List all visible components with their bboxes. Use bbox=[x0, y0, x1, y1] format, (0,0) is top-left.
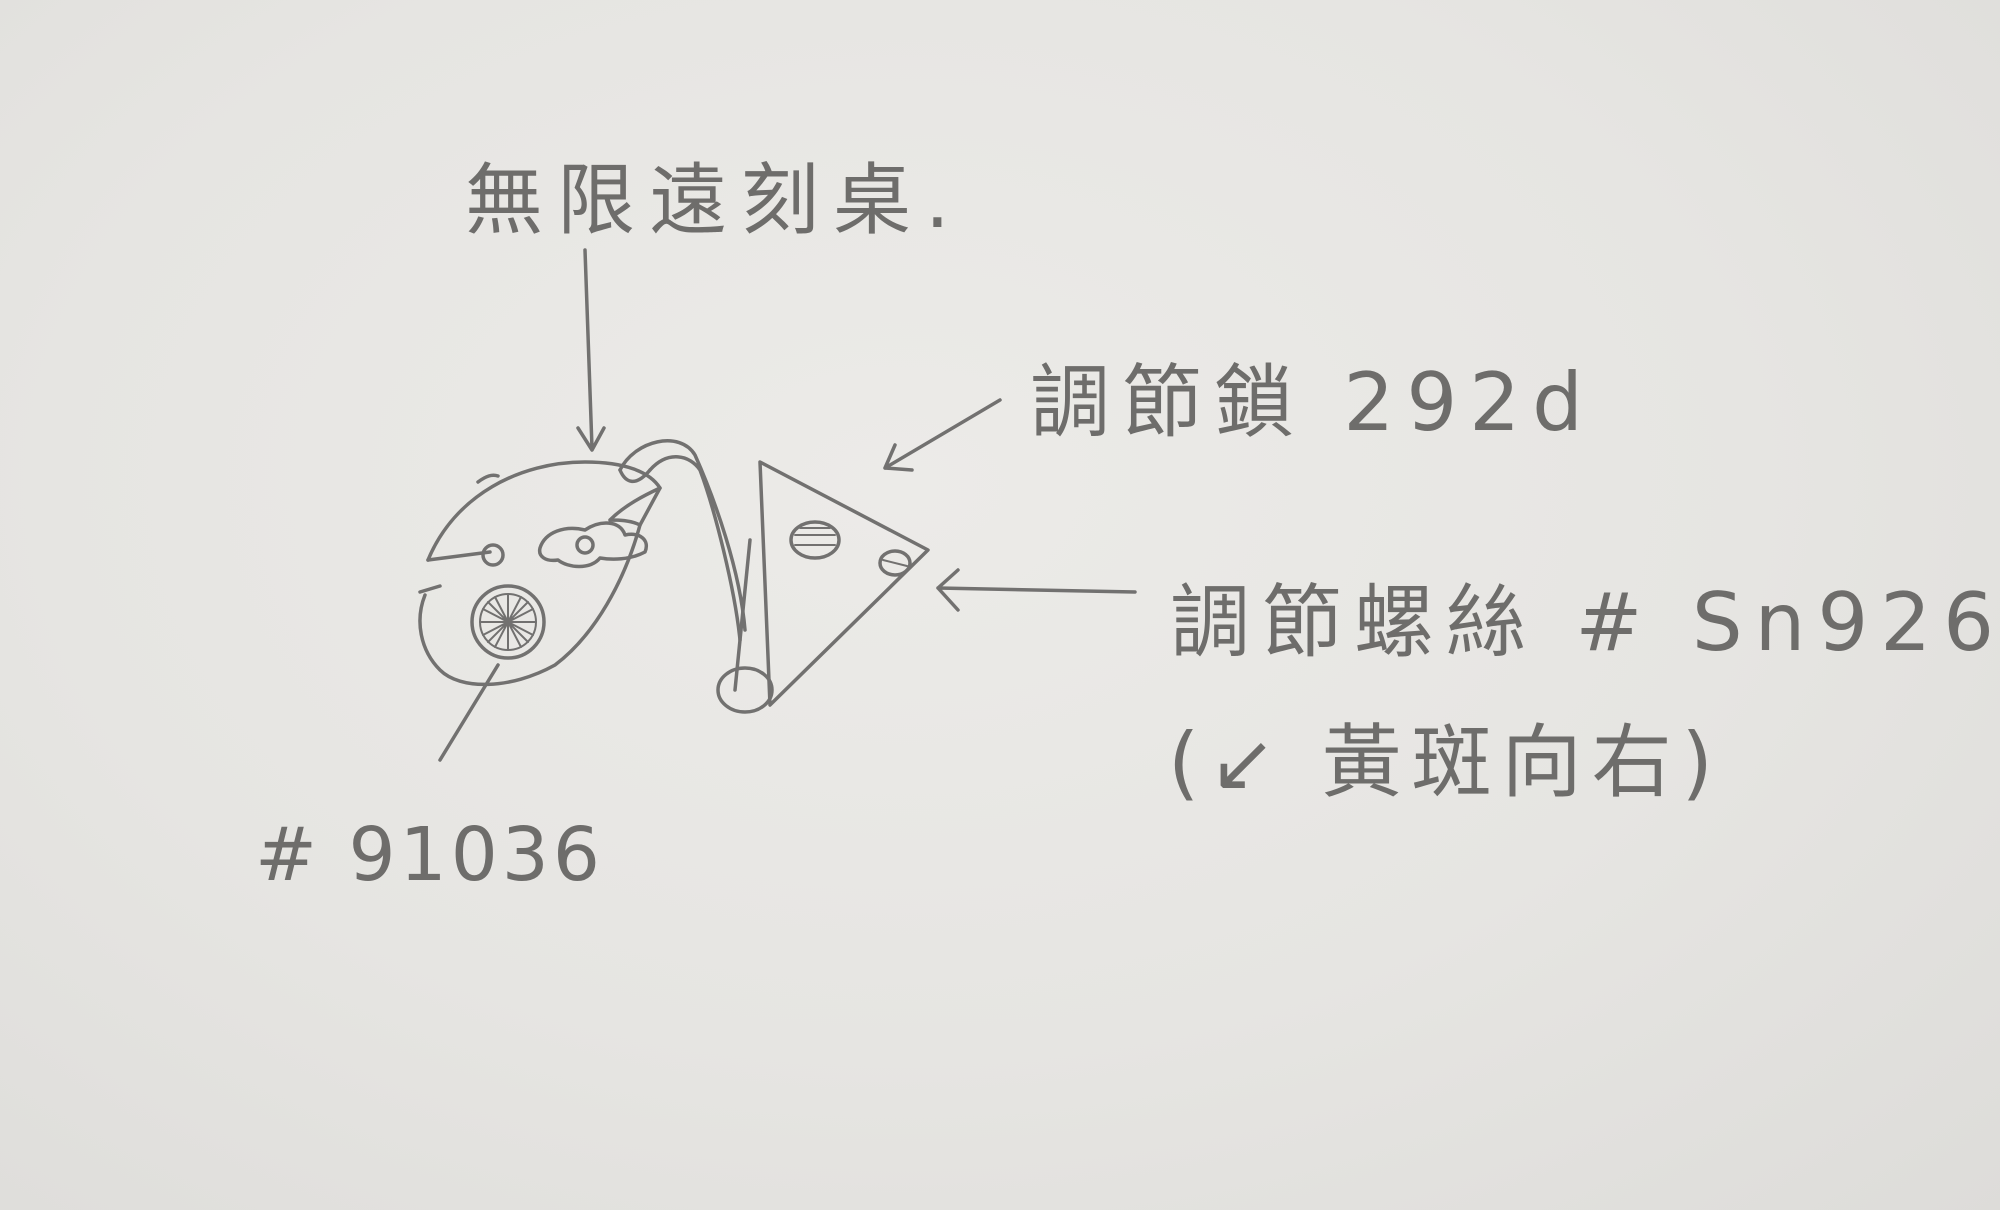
housing-left-notch bbox=[418, 550, 492, 594]
label-adjust-screw: 調節螺絲 # Sn926 bbox=[1170, 576, 2000, 669]
plate-lower-hole bbox=[716, 666, 774, 714]
label-screw-note: (↙ 黃斑向右) bbox=[1168, 716, 1723, 809]
small-pivot bbox=[481, 543, 505, 567]
round-housing bbox=[418, 460, 662, 687]
housing-tick bbox=[476, 473, 500, 484]
lens-knob bbox=[470, 584, 546, 660]
plate-edge bbox=[733, 538, 752, 692]
arrow-part bbox=[438, 663, 500, 762]
housing-inner-arc bbox=[608, 486, 662, 527]
arm-top-loop bbox=[618, 468, 652, 483]
photo-border bbox=[0, 1210, 2000, 1215]
lock-slot bbox=[789, 520, 841, 560]
label-adjust-lock: 調節鎖 292d bbox=[1030, 356, 1595, 449]
linkage-part bbox=[537, 521, 648, 569]
arrow-screw bbox=[936, 568, 1137, 612]
connecting-arm bbox=[618, 439, 747, 642]
label-infinity-mark: 無限遠刻桌. bbox=[465, 156, 964, 246]
linkage-hole bbox=[575, 535, 595, 555]
label-part-number: # 91036 bbox=[255, 812, 604, 898]
arrow-lock bbox=[883, 398, 1002, 472]
screw-head bbox=[878, 549, 912, 577]
triangle-plate bbox=[758, 460, 930, 707]
arrow-infinity bbox=[576, 248, 606, 452]
